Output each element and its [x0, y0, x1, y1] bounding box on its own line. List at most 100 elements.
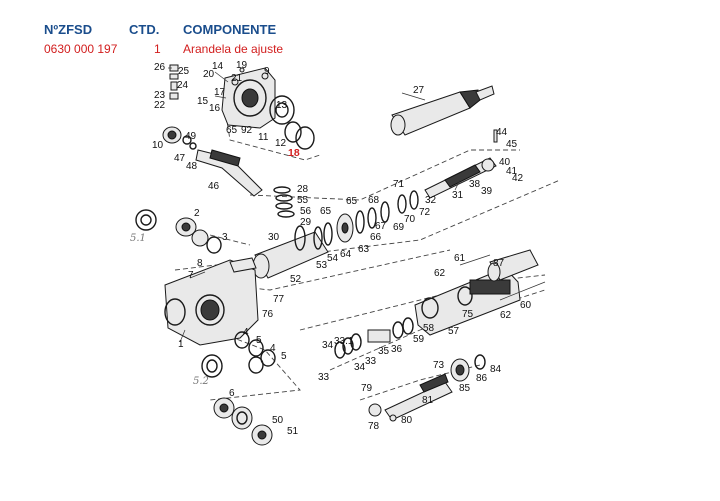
bearing-part-85[interactable] [450, 354, 486, 382]
label-5-1[interactable]: 5.1 [130, 233, 146, 244]
label-33-1[interactable]: 33.1 [334, 336, 354, 347]
label-85[interactable]: 85 [459, 383, 471, 394]
bearing-parts-2-3[interactable] [175, 217, 222, 254]
label-73[interactable]: 73 [433, 360, 445, 371]
label-36[interactable]: 36 [391, 344, 403, 355]
label-5-bottom[interactable]: 5 [281, 351, 287, 362]
label-56[interactable]: 56 [300, 206, 312, 217]
label-32[interactable]: 32 [425, 195, 437, 206]
label-39[interactable]: 39 [481, 186, 493, 197]
label-31[interactable]: 31 [452, 190, 464, 201]
label-28[interactable]: 28 [297, 184, 309, 195]
label-67[interactable]: 67 [375, 221, 387, 232]
label-79[interactable]: 79 [361, 383, 373, 394]
label-13[interactable]: 13 [276, 100, 288, 111]
label-26[interactable]: 26 [154, 62, 166, 73]
label-1[interactable]: 1 [178, 339, 184, 350]
part-number-labels[interactable]: 26 25 24 23 22 14 19 20 21 9 17 15 16 13… [130, 60, 532, 437]
label-5-2[interactable]: 5.2 [193, 376, 209, 387]
label-22[interactable]: 22 [154, 100, 166, 111]
label-64[interactable]: 64 [340, 249, 352, 260]
label-65-right[interactable]: 65 [346, 196, 358, 207]
part-code[interactable]: 0630 000 197 [44, 42, 118, 56]
seal-part-5-1[interactable] [135, 209, 157, 231]
label-3[interactable]: 3 [222, 232, 228, 243]
label-48[interactable]: 48 [186, 161, 198, 172]
label-45[interactable]: 45 [506, 139, 518, 150]
label-46[interactable]: 46 [208, 181, 220, 192]
label-69[interactable]: 69 [393, 222, 405, 233]
label-51[interactable]: 51 [287, 426, 299, 437]
label-72[interactable]: 72 [419, 207, 431, 218]
label-2[interactable]: 2 [194, 208, 200, 219]
ring-chain-53-72[interactable] [313, 190, 419, 250]
label-78[interactable]: 78 [368, 421, 380, 432]
steering-housing-part-1[interactable] [164, 257, 259, 346]
nut-part-51[interactable] [251, 424, 273, 446]
seal-rings-28-29[interactable] [273, 186, 295, 218]
label-80[interactable]: 80 [401, 415, 413, 426]
input-shaft-part-81[interactable] [368, 373, 453, 422]
label-25[interactable]: 25 [178, 66, 190, 77]
label-52[interactable]: 52 [290, 274, 302, 285]
cover-housing-part-9[interactable] [221, 67, 276, 129]
label-66[interactable]: 66 [370, 232, 382, 243]
label-50[interactable]: 50 [272, 415, 284, 426]
label-55[interactable]: 55 [297, 195, 309, 206]
label-68[interactable]: 68 [368, 195, 380, 206]
label-62-top[interactable]: 62 [434, 268, 446, 279]
label-11[interactable]: 11 [258, 132, 269, 143]
part-component-name[interactable]: Arandela de ajuste [183, 42, 284, 56]
label-10[interactable]: 10 [152, 140, 164, 151]
label-5-top[interactable]: 5 [256, 335, 262, 346]
label-8[interactable]: 8 [197, 258, 203, 269]
label-15[interactable]: 15 [197, 96, 209, 107]
label-29[interactable]: 29 [300, 217, 312, 228]
label-20[interactable]: 20 [203, 69, 215, 80]
label-59[interactable]: 59 [413, 334, 425, 345]
label-61[interactable]: 61 [454, 253, 466, 264]
label-60[interactable]: 60 [520, 300, 532, 311]
sector-shaft-part-46[interactable] [195, 149, 263, 197]
label-54[interactable]: 54 [327, 253, 339, 264]
label-84[interactable]: 84 [490, 364, 502, 375]
label-6[interactable]: 6 [229, 388, 235, 399]
label-14[interactable]: 14 [212, 61, 224, 72]
piston-assembly-part-27[interactable] [390, 85, 495, 136]
label-38[interactable]: 38 [469, 179, 481, 190]
label-62-bottom[interactable]: 62 [500, 310, 512, 321]
label-24[interactable]: 24 [177, 80, 189, 91]
piston-part-52[interactable] [252, 225, 329, 279]
label-71[interactable]: 71 [393, 179, 405, 190]
label-87[interactable]: 87 [493, 258, 505, 269]
label-49[interactable]: 49 [185, 131, 197, 142]
label-7[interactable]: 7 [188, 270, 194, 281]
label-77[interactable]: 77 [273, 294, 285, 305]
label-81[interactable]: 81 [422, 395, 434, 406]
label-75[interactable]: 75 [462, 309, 474, 320]
seal-part-5-2[interactable] [201, 354, 223, 378]
label-47[interactable]: 47 [174, 153, 186, 164]
label-70[interactable]: 70 [404, 214, 416, 225]
label-92[interactable]: 92 [241, 125, 253, 136]
bolt-stack-22-26[interactable] [169, 64, 179, 100]
label-76[interactable]: 76 [262, 309, 274, 320]
label-21[interactable]: 21 [231, 73, 243, 84]
label-53[interactable]: 53 [316, 260, 328, 271]
label-44[interactable]: 44 [496, 127, 508, 138]
label-9[interactable]: 9 [264, 66, 270, 77]
label-65-mid[interactable]: 65 [320, 206, 332, 217]
label-34-bottom[interactable]: 34 [354, 362, 366, 373]
label-33-bottom[interactable]: 33 [318, 372, 330, 383]
label-30[interactable]: 30 [268, 232, 280, 243]
worm-shaft-part-31[interactable] [424, 129, 498, 199]
label-23[interactable]: 23 [154, 90, 166, 101]
label-4-bottom[interactable]: 4 [270, 343, 276, 354]
label-4-top[interactable]: 4 [243, 327, 249, 338]
label-17[interactable]: 17 [214, 87, 226, 98]
bolts-61-62-60[interactable] [459, 254, 546, 301]
highlighted-label-18[interactable]: 18 [288, 147, 300, 159]
ring-set-33-36[interactable] [334, 317, 414, 359]
bearing-part-6[interactable] [213, 397, 253, 430]
label-34-top[interactable]: 34 [322, 340, 334, 351]
